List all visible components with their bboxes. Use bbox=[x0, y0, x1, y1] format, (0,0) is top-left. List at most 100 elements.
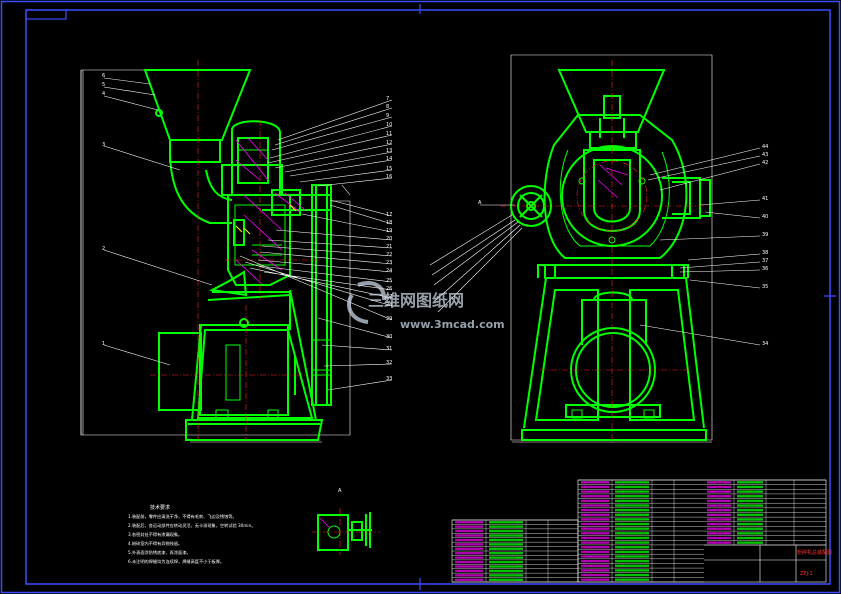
callout-side-a: A bbox=[478, 200, 482, 206]
callout-right-32: 32 bbox=[386, 360, 392, 366]
table-cell-mark bbox=[455, 534, 483, 537]
table-cell-mark bbox=[615, 569, 649, 572]
table-cell-mark bbox=[707, 490, 731, 493]
note-line: 6.未注明的焊缝均为连续焊，焊缝高度不小于板厚。 bbox=[128, 558, 224, 565]
parts-list bbox=[452, 479, 826, 583]
callout-right-22: 22 bbox=[386, 252, 392, 258]
table-cell-mark bbox=[737, 508, 763, 512]
callout-front-44: 44 bbox=[762, 144, 768, 150]
callout-front-42: 42 bbox=[762, 160, 768, 166]
callout-right-20: 20 bbox=[386, 236, 392, 242]
callout-right-26: 26 bbox=[386, 286, 392, 292]
table-cell-mark bbox=[581, 536, 609, 540]
callout-front-41: 41 bbox=[762, 196, 768, 202]
table-cell-mark bbox=[615, 573, 649, 577]
table-cell-mark bbox=[615, 508, 649, 512]
table-cell-mark bbox=[615, 555, 649, 558]
callout-front-39: 39 bbox=[762, 232, 768, 238]
table-cell-mark bbox=[737, 513, 763, 517]
table-cell-mark bbox=[707, 508, 731, 512]
front-view bbox=[429, 54, 761, 445]
watermark-url: www.3mcad.com bbox=[400, 318, 505, 331]
table-cell-mark bbox=[455, 565, 483, 568]
callout-left-3: 3 bbox=[102, 142, 105, 148]
note-line: 5.外表面涂防锈底漆，再涂面漆。 bbox=[128, 549, 191, 556]
note-line: 3.各密封处不得有渗漏现象。 bbox=[128, 531, 182, 538]
table-cell-mark bbox=[615, 541, 649, 544]
table-cell-mark bbox=[489, 529, 523, 533]
table-cell-mark bbox=[581, 527, 609, 530]
table-cell-mark bbox=[707, 536, 731, 540]
table-cell-mark bbox=[581, 559, 609, 563]
callout-left-6: 6 bbox=[102, 73, 105, 79]
callout-right-24: 24 bbox=[386, 268, 392, 274]
callout-right-28: 28 bbox=[386, 302, 392, 308]
table-cell-mark bbox=[581, 569, 609, 572]
callout-right-23: 23 bbox=[386, 260, 392, 266]
table-cell-mark bbox=[615, 518, 649, 521]
frame-marks bbox=[419, 4, 836, 590]
table-cell-mark bbox=[581, 578, 609, 581]
inner-frame bbox=[25, 9, 831, 585]
table-cell-mark bbox=[581, 546, 609, 549]
callout-right-33: 33 bbox=[386, 376, 392, 382]
table-cell-mark bbox=[489, 578, 523, 581]
table-cell-mark bbox=[581, 550, 609, 554]
callout-right-31: 31 bbox=[386, 346, 392, 352]
callout-right-29: 29 bbox=[386, 316, 392, 322]
callout-front-36: 36 bbox=[762, 266, 768, 272]
callout-right-18: 18 bbox=[386, 220, 392, 226]
table-cell-mark bbox=[581, 481, 609, 484]
callout-right-9: 9 bbox=[386, 113, 389, 119]
table-cell-mark bbox=[737, 522, 763, 526]
table-cell-mark bbox=[615, 499, 649, 503]
table-cell-mark bbox=[707, 527, 731, 530]
callout-left-2: 2 bbox=[102, 246, 105, 252]
table-cell-mark bbox=[737, 481, 763, 484]
table-cell-mark bbox=[455, 529, 483, 533]
callout-right-21: 21 bbox=[386, 244, 392, 250]
table-cell-mark bbox=[707, 499, 731, 503]
table-cell-mark bbox=[455, 574, 483, 577]
callout-right-27: 27 bbox=[386, 294, 392, 300]
table-cell-mark bbox=[455, 552, 483, 555]
callout-front-37: 37 bbox=[762, 258, 768, 264]
side-section-view bbox=[80, 60, 393, 441]
table-cell-mark bbox=[615, 485, 649, 489]
watermark-logo bbox=[347, 281, 387, 324]
table-cell-mark bbox=[489, 569, 523, 573]
callout-front-34: 34 bbox=[762, 341, 768, 347]
callout-left-5: 5 bbox=[102, 82, 105, 88]
table-cell-mark bbox=[737, 490, 763, 493]
table-cell-mark bbox=[615, 564, 649, 567]
table-cell-mark bbox=[737, 495, 763, 498]
table-cell-mark bbox=[615, 513, 649, 516]
table-cell-mark bbox=[615, 532, 649, 535]
drawing-name: 粉碎机总装配图 bbox=[797, 549, 832, 556]
corner-box bbox=[25, 9, 67, 20]
table-cell-mark bbox=[707, 513, 731, 517]
table-cell-mark bbox=[707, 518, 731, 521]
table-cell-mark bbox=[489, 521, 523, 524]
table-cell-mark bbox=[737, 527, 763, 530]
detail-label: A bbox=[338, 488, 342, 494]
table-cell-mark bbox=[581, 532, 609, 535]
table-cell-mark bbox=[707, 481, 731, 484]
table-cell-mark bbox=[455, 569, 483, 573]
table-cell-mark bbox=[581, 504, 609, 507]
table-cell-mark bbox=[737, 541, 763, 544]
table-cell-mark bbox=[581, 522, 609, 526]
table-cell-mark bbox=[581, 555, 609, 558]
notes-list: 1.装配前，零件应清洗干净，不得有毛刺、飞边及锈蚀等。2.装配后，各运动部件应转… bbox=[128, 513, 255, 565]
callout-right-12: 12 bbox=[386, 140, 392, 146]
table-cell-mark bbox=[707, 532, 731, 535]
table-cell-mark bbox=[615, 495, 649, 498]
callout-front-35: 35 bbox=[762, 284, 768, 290]
table-cell-mark bbox=[489, 565, 523, 568]
table-cell-mark bbox=[455, 560, 483, 564]
notes-title: 技术要求 bbox=[150, 504, 170, 511]
callout-front-40: 40 bbox=[762, 214, 768, 220]
callout-left-4: 4 bbox=[102, 91, 105, 97]
